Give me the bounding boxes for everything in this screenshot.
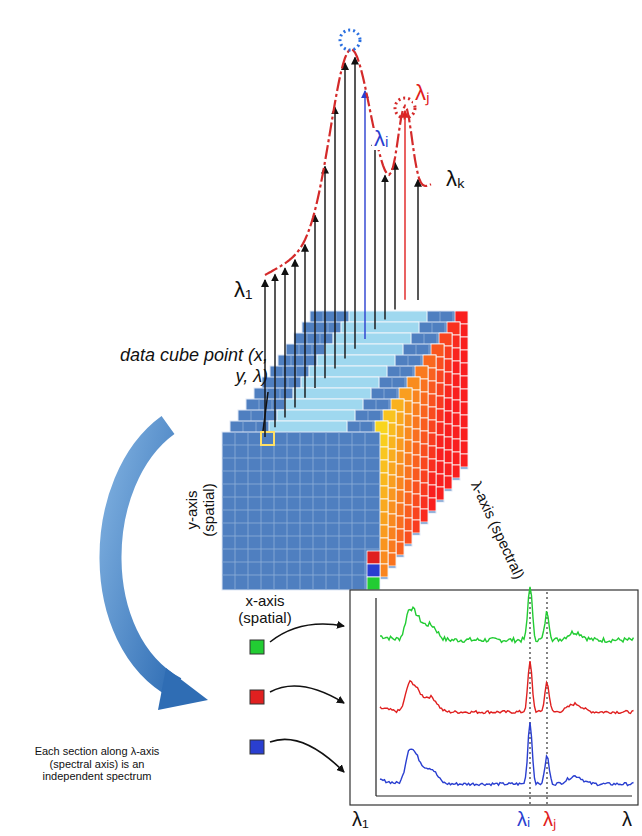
cube-point [261, 432, 274, 445]
spectral-arrow [384, 175, 385, 319]
grid-line [365, 432, 366, 590]
spectral-arrow [364, 91, 365, 339]
spectral-arrow [344, 63, 345, 359]
pixel-square [250, 640, 264, 654]
grid-line [300, 432, 301, 590]
axis-tick-label: λ [622, 808, 632, 831]
guide-line [529, 592, 530, 804]
grid-line [326, 432, 327, 590]
spectral-arrow [394, 163, 395, 310]
spectrum-line [380, 661, 634, 713]
spectrum-curve [265, 49, 431, 275]
spectral-arrows [265, 58, 418, 437]
pixel-cell [367, 577, 380, 590]
spectra [380, 587, 634, 786]
axis-tick-label: λ₁ [352, 808, 369, 831]
chart-axis [375, 598, 376, 796]
spectrum-line [380, 587, 634, 643]
spectral-arrow [324, 167, 325, 379]
grid-line [287, 432, 288, 590]
grid-line [222, 458, 380, 459]
axis-label: λ-axis (spectral) [461, 463, 536, 597]
grid-line [222, 536, 380, 537]
grid-line [313, 432, 314, 590]
spectral-arrow [334, 107, 335, 368]
wavelength-label: λₖ [444, 168, 467, 190]
axis-tick-label: λᵢ [517, 808, 530, 831]
spectral-arrow [354, 58, 355, 349]
axis-tick-label: λⱼ [543, 808, 556, 831]
note-text: Each section along λ-axis (spectral axis… [22, 745, 172, 783]
cube-slice [222, 432, 380, 590]
grid-line [222, 562, 380, 563]
curved-arrow [110, 425, 176, 688]
wavelength-label: λⱼ [413, 82, 432, 104]
pixel-square [250, 740, 264, 754]
pointer-arrow [270, 739, 344, 772]
wavelength-label: λᵢ [372, 128, 390, 150]
wavelength-label: λ₁ [232, 279, 254, 301]
pointer-arrow [270, 624, 344, 642]
grid-line [222, 484, 380, 485]
spectral-arrow [404, 111, 405, 300]
peak-marker [395, 98, 415, 118]
spectral-arrow [284, 268, 285, 417]
grid-line [222, 471, 380, 472]
grid-line [261, 432, 262, 590]
grid-line [222, 575, 380, 576]
grid-line [248, 432, 249, 590]
pixel-cell [367, 564, 380, 577]
axis-label: x-axis (spatial) [225, 592, 305, 627]
grid-line [235, 432, 236, 590]
grid-line [222, 549, 380, 550]
curved-arrow-head [158, 668, 208, 710]
spectral-arrow [374, 139, 375, 329]
pixel-cell [367, 551, 380, 564]
spectral-arrow [304, 245, 305, 398]
axis-label: y-axis (spatial) [183, 470, 218, 550]
chart-frame [350, 590, 638, 805]
leader-line [263, 392, 268, 431]
spectral-arrow [274, 274, 275, 427]
pointer-arrow [270, 686, 344, 703]
peak-marker [340, 30, 360, 50]
spectral-arrow [314, 215, 315, 388]
chart-axis [376, 795, 632, 796]
grid-line [274, 432, 275, 590]
grid-line [352, 432, 353, 590]
grid-line [222, 523, 380, 524]
grid-line [222, 510, 380, 511]
spectrum-line [380, 722, 634, 785]
callout-label: data cube point (x, y, λ) [110, 345, 268, 386]
spectral-arrow [417, 180, 418, 300]
guide-line [546, 592, 547, 804]
grid-line [339, 432, 340, 590]
grid-line [222, 497, 380, 498]
pixel-square [250, 690, 264, 704]
grid-line [222, 445, 380, 446]
spectral-arrow [294, 260, 295, 408]
